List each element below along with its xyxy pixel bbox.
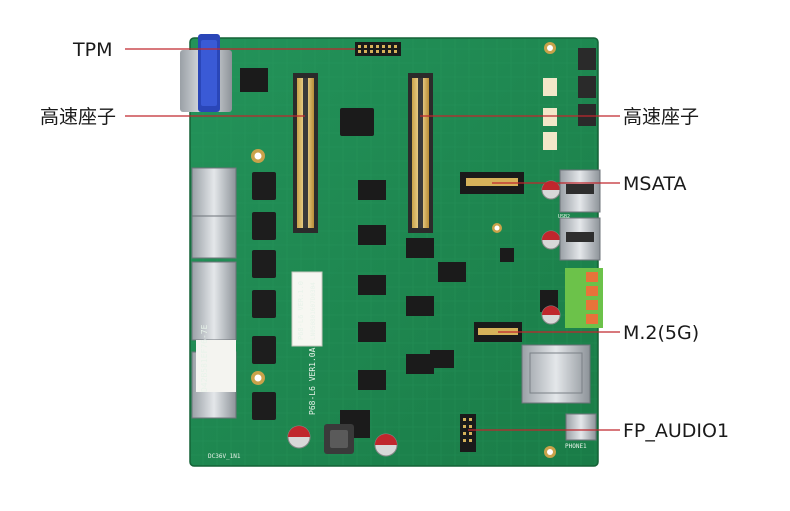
- label-m2: M.2(5G): [623, 322, 699, 344]
- sticker-model: P68-L6 VER:1.0: [297, 281, 305, 340]
- label-highspeed-left: 高速座子: [40, 106, 116, 128]
- highspeed-connector-right: [408, 73, 433, 233]
- callout-lines: [125, 48, 620, 431]
- label-tpm: TPM: [72, 39, 112, 61]
- fp-audio-header: [460, 414, 476, 452]
- label-highspeed-right: 高速座子: [623, 106, 699, 128]
- mac-label: D42B581EF76-7E: [200, 324, 209, 392]
- label-fp-audio: FP_AUDIO1: [623, 420, 729, 442]
- lan-ports: [191, 167, 237, 419]
- sticker-serial: LN050801607D0304: [310, 282, 317, 340]
- usb-ports: [559, 169, 601, 261]
- inductor: [324, 424, 354, 454]
- vga-connector: [180, 34, 232, 112]
- board-chips: [240, 68, 558, 438]
- tpm-header: [355, 42, 401, 56]
- power-silkscreen: DC36V_1N1: [208, 453, 241, 460]
- highspeed-connector-left: [293, 73, 318, 233]
- pcb-board: [189, 37, 599, 467]
- capacitors: [287, 180, 561, 457]
- label-msata: MSATA: [623, 173, 686, 195]
- board-version-silkscreen: P68-L6 VER1.0A: [308, 347, 317, 415]
- lan-transformers: [252, 172, 276, 420]
- phone-silkscreen: PHONE1: [565, 443, 587, 450]
- usb-silkscreen: USB2: [558, 214, 570, 220]
- audio-jacks: [543, 48, 597, 441]
- serial-sticker: [291, 271, 323, 347]
- sim-card-slot: [521, 344, 591, 404]
- terminal-block: [565, 268, 603, 328]
